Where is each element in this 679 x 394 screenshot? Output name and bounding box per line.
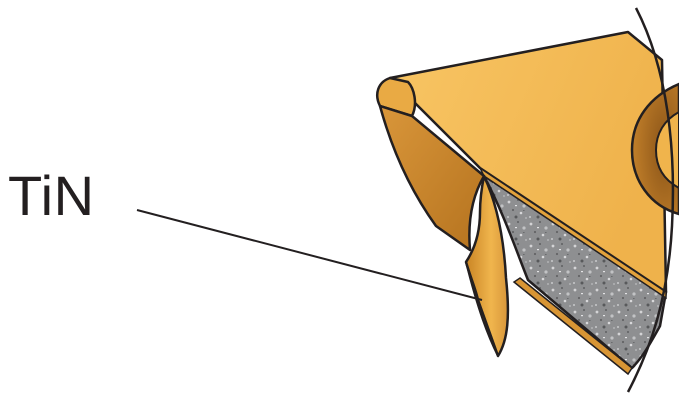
coating-layer-bottom bbox=[512, 277, 634, 376]
carbide-substrate-section bbox=[482, 174, 668, 370]
tin-coating-label: TiN bbox=[8, 164, 95, 227]
callout-leader-line bbox=[136, 209, 483, 301]
insert-flank-face bbox=[378, 104, 486, 252]
section-break-arc bbox=[626, 7, 675, 393]
